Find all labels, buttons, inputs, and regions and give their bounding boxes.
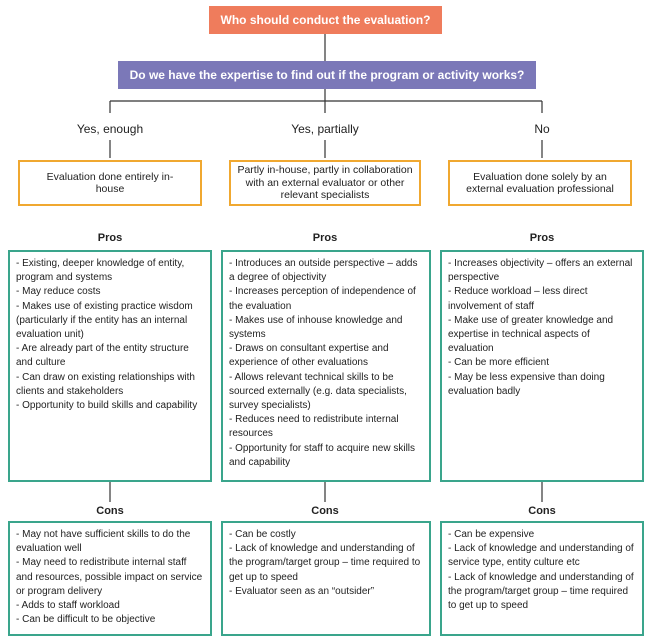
pros-item: - Are already part of the entity structu…: [16, 343, 189, 369]
option-external: Evaluation done solely by an external ev…: [448, 160, 632, 206]
pros-label-mid: Pros: [312, 232, 338, 244]
pros-item: - Opportunity for staff to acquire new s…: [229, 442, 416, 468]
cons-item: - May not have sufficient skills to do t…: [16, 529, 191, 555]
pros-item: - Makes use of existing practice wisdom …: [16, 300, 193, 341]
cons-item: - May need to redistribute internal staf…: [16, 557, 203, 597]
pros-item: - Introduces an outside perspective – ad…: [229, 258, 418, 284]
pros-item: - Makes use of inhouse knowledge and sys…: [229, 314, 403, 341]
pros-item: - Allows relevant technical skills to be…: [229, 371, 407, 412]
question-box: Do we have the expertise to find out if …: [118, 61, 536, 89]
option-in-house: Evaluation done entirely in-house: [18, 160, 202, 206]
pros-item: - Can be more efficient: [448, 357, 549, 369]
pros-box-in-house: - Existing, deeper knowledge of entity, …: [8, 250, 212, 482]
pros-label-left: Pros: [97, 232, 123, 244]
cons-box-in-house: - May not have sufficient skills to do t…: [8, 521, 212, 636]
answer-yes-enough: Yes, enough: [76, 122, 144, 136]
pros-box-external: - Increases objectivity – offers an exte…: [440, 250, 644, 482]
pros-item: - Reduce workload – less direct involvem…: [448, 286, 588, 312]
answer-yes-partially: Yes, partially: [291, 122, 359, 136]
cons-item: - Can be difficult to be objective: [16, 614, 156, 626]
option-partly-in-house: Partly in-house, partly in collaboration…: [229, 160, 421, 206]
cons-item: - Can be costly: [229, 529, 296, 540]
cons-box-external: - Can be expensive - Lack of knowledge a…: [440, 521, 644, 636]
answer-no: No: [534, 122, 550, 136]
title-box: Who should conduct the evaluation?: [209, 6, 442, 34]
pros-item: - Can draw on existing relationships wit…: [16, 371, 195, 397]
cons-box-partly: - Can be costly - Lack of knowledge and …: [221, 521, 431, 636]
pros-item: - May be less expensive than doing evalu…: [448, 371, 605, 397]
pros-item: - Increases perception of independence o…: [229, 286, 416, 312]
pros-box-partly: - Introduces an outside perspective – ad…: [221, 250, 431, 482]
pros-item: - Draws on consultant expertise and expe…: [229, 343, 389, 369]
cons-item: - Adds to staff workload: [16, 600, 120, 612]
pros-item: - Make use of greater knowledge and expe…: [448, 314, 614, 355]
pros-item: - Existing, deeper knowledge of entity, …: [16, 258, 185, 284]
cons-item: - Can be expensive: [448, 529, 535, 540]
cons-item: - Lack of knowledge and understanding of…: [448, 543, 634, 569]
pros-label-right: Pros: [529, 232, 555, 244]
cons-item: - Evaluator seen as an “outsider”: [229, 585, 375, 597]
cons-label-left: Cons: [96, 505, 124, 517]
pros-item: - May reduce costs: [16, 286, 101, 298]
cons-label-mid: Cons: [311, 505, 339, 517]
cons-label-right: Cons: [528, 505, 556, 517]
cons-item: - Lack of knowledge and understanding of…: [448, 571, 634, 612]
cons-item: - Lack of knowledge and understanding of…: [229, 543, 421, 583]
pros-item: - Reduces need to redistribute internal …: [229, 414, 399, 440]
pros-item: - Increases objectivity – offers an exte…: [448, 258, 633, 284]
pros-item: - Opportunity to build skills and capabi…: [16, 400, 198, 412]
